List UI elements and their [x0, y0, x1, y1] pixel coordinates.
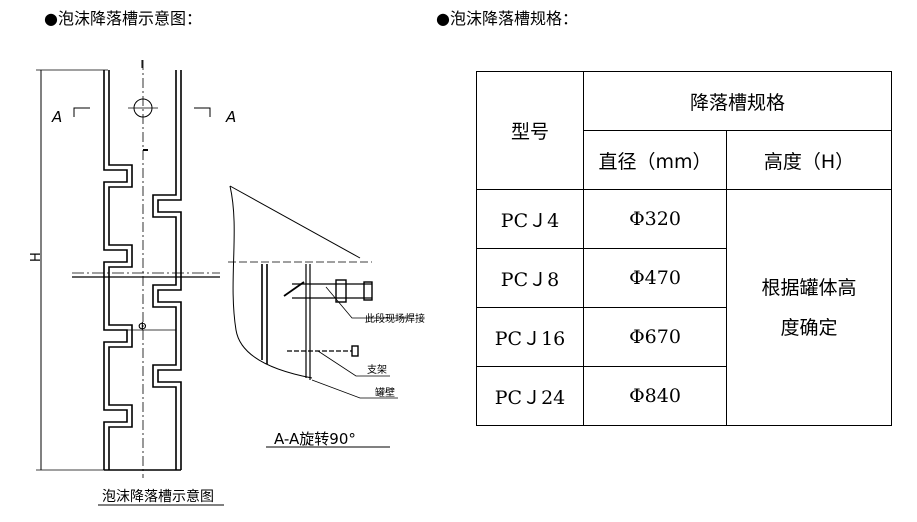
weld-note: 此段现场焊接	[365, 312, 425, 325]
rotation-caption: A-A旋转90°	[274, 430, 356, 448]
diameter-cell: Φ320	[583, 189, 727, 249]
section-marker-left	[73, 107, 90, 117]
model-cell: PCＪ8	[476, 248, 584, 308]
diameter-cell: Φ840	[583, 366, 727, 426]
diameter-label: Φ	[138, 320, 147, 333]
spec-heading: ●泡沫降落槽规格：	[436, 9, 578, 29]
diameter-header: 直径（mm）	[583, 130, 727, 190]
bullet-icon: ●	[436, 9, 450, 28]
section-label-left: A	[51, 108, 62, 126]
height-note: 根据罐体高 度确定	[726, 189, 892, 426]
spec-heading-text: 泡沫降落槽规格：	[449, 9, 578, 28]
table-row: PCＪ4 Φ320 根据罐体高 度确定	[476, 189, 892, 426]
bullet-icon: ●	[44, 9, 58, 28]
wall-label: 罐壁	[375, 386, 395, 399]
height-label: H	[29, 252, 44, 262]
support-label: 支架	[367, 364, 387, 376]
model-cell: PCＪ24	[476, 366, 584, 426]
drawing-heading-text: 泡沫降落槽示意图：	[57, 9, 202, 28]
model-header: 型号	[476, 71, 584, 190]
model-cell: PCＪ16	[476, 307, 584, 367]
drawing-heading: ●泡沫降落槽示意图：	[44, 9, 202, 29]
height-note-line2: 度确定	[780, 316, 838, 339]
spec-table: 型号 降落槽规格 直径（mm） 高度（H） PCＪ4 Φ320 根据罐体高 度确…	[476, 71, 892, 426]
table-row: PCＪ8 Φ470	[476, 248, 892, 308]
chute-profile	[103, 70, 182, 471]
drawing-caption: 泡沫降落槽示意图	[102, 488, 214, 505]
spec-header: 降落槽规格	[583, 71, 892, 131]
diameter-cell: Φ670	[583, 307, 727, 367]
diameter-cell: Φ470	[583, 248, 727, 308]
table-row: PCＪ24 Φ840	[476, 366, 892, 426]
foam-chute-drawing: A A H Φ 此段现场焊接 支架 罐壁 A-A旋转90° 泡沫降落槽示意图	[29, 60, 425, 506]
height-header: 高度（H）	[726, 130, 892, 190]
table-row: PCＪ16 Φ670	[476, 307, 892, 367]
section-label-right: A	[225, 108, 236, 126]
height-note-line1: 根据罐体高	[761, 276, 857, 299]
model-cell: PCＪ4	[476, 189, 584, 249]
section-marker-right	[194, 107, 211, 117]
